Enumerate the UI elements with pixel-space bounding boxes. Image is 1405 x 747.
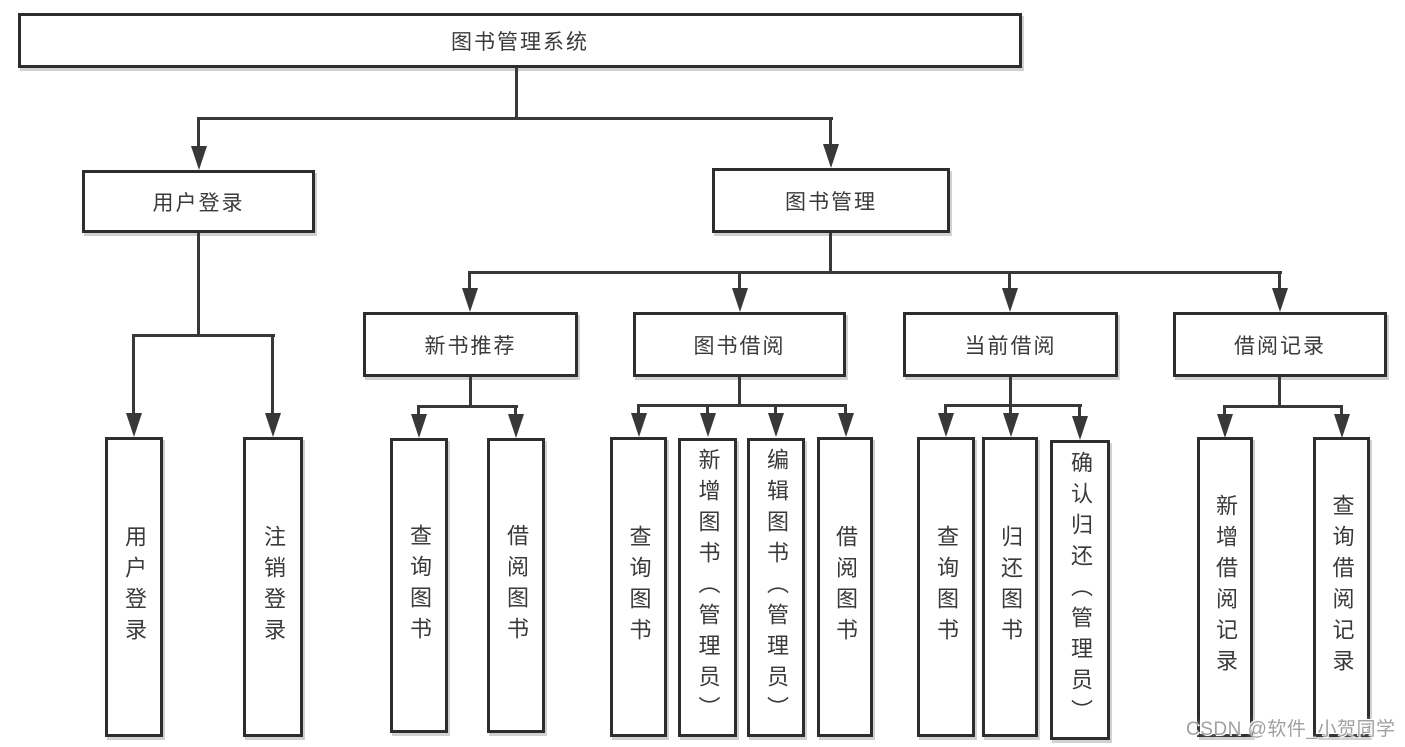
connector-line [515,68,518,119]
node-new-book-recommend: 新书推荐 [363,312,578,377]
node-book-management: 图书管理 [712,168,950,233]
connector-line [637,404,847,407]
connector-line [197,233,200,337]
node-root-library-system: 图书管理系统 [18,13,1022,68]
connector-line [1223,405,1226,417]
leaf-borrow-query-label: 查询图书 [626,525,652,649]
connector-line [197,117,833,120]
leaf-logout-label: 注销登录 [261,525,286,649]
leaf-logout: 注销登录 [243,437,303,737]
connector-line [1278,271,1281,291]
node-new-book-recommend-label: 新书推荐 [424,334,517,358]
node-book-borrow: 图书借阅 [633,312,846,377]
node-borrow-records-label: 借阅记录 [1234,334,1326,358]
leaf-records-add-label: 新增借阅记录 [1213,494,1238,680]
connector-line [774,404,777,416]
connector-line [1009,404,1012,416]
leaf-current-confirm-admin-label: 确认归还（管理员） [1068,450,1093,730]
node-user-login: 用户登录 [82,170,315,233]
arrow-down-icon [1003,413,1019,437]
connector-line [468,271,471,291]
leaf-current-return: 归还图书 [982,437,1038,737]
connector-line [514,405,517,417]
leaf-borrow-add-admin: 新增图书（管理员） [678,438,737,737]
leaf-current-query: 查询图书 [917,437,975,737]
node-user-login-label: 用户登录 [152,191,245,215]
connector-line [1008,271,1011,291]
connector-line [417,405,518,408]
leaf-borrow-add-admin-label: 新增图书（管理员） [695,448,721,727]
arrow-down-icon [1217,414,1233,438]
connector-line [637,404,640,416]
connector-line [738,271,741,291]
connector-line [944,404,947,416]
arrow-down-icon [631,413,647,437]
node-borrow-records: 借阅记录 [1173,312,1387,377]
arrow-down-icon [938,413,954,437]
connector-line [197,117,200,151]
arrow-down-icon [1334,414,1350,438]
arrow-down-icon [265,413,281,437]
arrow-down-icon [1002,288,1018,312]
arrow-down-icon [838,413,854,437]
arrow-down-icon [508,414,524,438]
connector-line [844,404,847,416]
node-current-borrow-label: 当前借阅 [964,334,1057,358]
arrow-down-icon [823,144,839,168]
connector-line [1340,405,1343,417]
arrow-down-icon [126,413,142,437]
leaf-records-add: 新增借阅记录 [1197,437,1253,737]
connector-line [132,334,275,337]
leaf-current-query-label: 查询图书 [934,525,959,649]
arrow-down-icon [1272,288,1288,312]
connector-line [1278,377,1281,408]
connector-line [1078,404,1081,418]
connector-line [469,377,472,408]
arrow-down-icon [1072,416,1088,440]
node-root-label: 图书管理系统 [451,30,589,54]
arrow-down-icon [732,288,748,312]
connector-line [417,405,420,417]
leaf-user-login: 用户登录 [105,437,163,737]
arrow-down-icon [411,414,427,438]
leaf-borrow-borrow-label: 借阅图书 [833,525,858,649]
connector-line [829,233,832,274]
leaf-newbooks-borrow: 借阅图书 [487,438,545,733]
leaf-current-return-label: 归还图书 [998,525,1023,649]
csdn-watermark: CSDN @软件_小贺同学 [1186,719,1396,740]
arrow-down-icon [700,413,716,437]
arrow-down-icon [191,146,207,170]
connector-line [738,377,741,407]
connector-line [271,334,274,416]
connector-line [706,404,709,416]
connector-line [1223,405,1343,408]
node-book-borrow-label: 图书借阅 [693,334,786,358]
arrow-down-icon [462,288,478,312]
connector-line [1009,377,1012,407]
leaf-current-confirm-admin: 确认归还（管理员） [1050,440,1110,740]
connector-line [468,271,1282,274]
leaf-newbooks-query-label: 查询图书 [407,523,432,648]
connector-line [829,117,832,149]
leaf-borrow-borrow: 借阅图书 [817,437,873,737]
leaf-records-query: 查询借阅记录 [1313,437,1370,737]
leaf-borrow-edit-admin-label: 编辑图书（管理员） [764,448,789,727]
leaf-newbooks-borrow-label: 借阅图书 [504,523,529,648]
connector-line [944,404,1082,407]
leaf-borrow-edit-admin: 编辑图书（管理员） [747,438,805,737]
leaf-user-login-label: 用户登录 [122,525,147,649]
leaf-records-query-label: 查询借阅记录 [1329,494,1355,680]
leaf-newbooks-query: 查询图书 [390,438,448,733]
arrow-down-icon [768,413,784,437]
leaf-borrow-query: 查询图书 [610,437,667,737]
node-book-management-label: 图书管理 [785,190,877,214]
connector-line [132,334,135,416]
node-current-borrow: 当前借阅 [903,312,1118,377]
